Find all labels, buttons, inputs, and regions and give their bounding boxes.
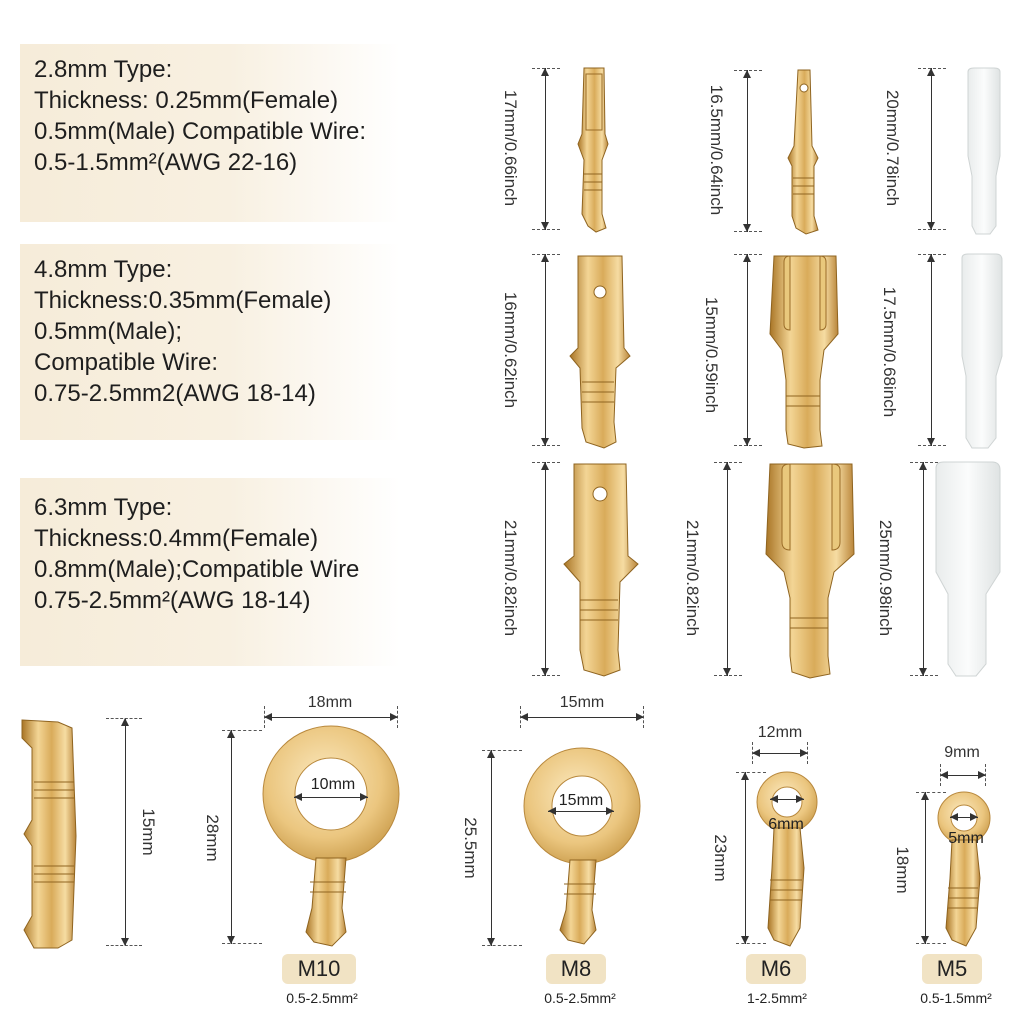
dim-label: 25mm/0.98inch	[876, 519, 895, 637]
dim-line	[482, 750, 522, 946]
dim-label: 17mm/0.66inch	[501, 89, 520, 207]
size-badge-m8: M8	[546, 954, 606, 984]
female-terminal-4-8mm	[769, 255, 839, 449]
dim-label: 6mm	[768, 816, 804, 833]
spec-panel-4-8mm: 4.8mm Type: Thickness:0.35mm(Female) 0.5…	[20, 244, 400, 440]
dim-label: 9mm	[944, 744, 980, 761]
dim-line	[520, 706, 644, 728]
wire-range: 0.5-1.5mm²	[920, 990, 992, 1006]
dim-label: 21mm/0.82inch	[683, 519, 702, 637]
dim-label: 5mm	[948, 830, 984, 847]
spec-line: Thickness: 0.25mm(Female)	[34, 87, 339, 114]
spec-line: 0.8mm(Male);Compatible Wire	[34, 556, 360, 583]
dim-line	[222, 730, 262, 944]
dim-line	[734, 70, 762, 232]
male-terminal-4-8mm	[569, 255, 631, 449]
dim-label: 12mm	[757, 724, 803, 741]
spec-line: 0.75-2.5mm2(AWG 18-14)	[34, 380, 316, 407]
dim-line	[714, 462, 742, 676]
dim-line	[736, 772, 766, 944]
dim-line	[106, 718, 142, 946]
spec-line: Thickness:0.35mm(Female)	[34, 287, 332, 314]
wire-range: 1-2.5mm²	[747, 990, 807, 1006]
dim-line	[918, 254, 946, 446]
dim-label: 16mm/0.62inch	[501, 291, 520, 409]
dim-line	[548, 806, 614, 818]
insulation-sleeve-2-8mm	[967, 67, 1001, 235]
dim-line	[734, 254, 762, 446]
dim-line	[940, 764, 986, 786]
female-terminal-6-3mm	[765, 463, 855, 679]
dim-label: 15mm/0.59inch	[702, 296, 721, 414]
insulation-sleeve-4-8mm	[961, 253, 1003, 449]
dim-line	[264, 706, 398, 728]
dim-label: 15mm	[558, 792, 604, 809]
spec-line: 0.5mm(Male);	[34, 318, 183, 345]
dim-line	[916, 792, 946, 944]
dim-line	[532, 68, 560, 230]
spec-line: Compatible Wire:	[34, 349, 219, 376]
spec-line: 0.5mm(Male) Compatible Wire:	[34, 118, 367, 145]
dim-label: 15mm	[139, 808, 158, 856]
dim-label: 20mm/0.78inch	[883, 89, 902, 207]
spec-panel-6-3mm: 6.3mm Type: Thickness:0.4mm(Female) 0.8m…	[20, 478, 400, 666]
dim-label: 23mm	[711, 834, 730, 882]
dim-label: 15mm	[559, 694, 605, 711]
wire-range: 0.5-2.5mm²	[544, 990, 616, 1006]
insulation-sleeve-6-3mm	[935, 461, 1001, 677]
spec-line: 0.5-1.5mm²(AWG 22-16)	[34, 149, 298, 176]
size-badge-m5: M5	[922, 954, 982, 984]
butt-connector	[21, 719, 77, 949]
male-terminal-2-8mm	[787, 69, 819, 235]
dim-line	[918, 68, 946, 230]
spec-panel-2-8mm: 2.8mm Type: Thickness: 0.25mm(Female) 0.…	[20, 44, 400, 222]
male-terminal-6-3mm	[563, 463, 639, 677]
spec-line: 0.75-2.5mm²(AWG 18-14)	[34, 587, 311, 614]
dim-line	[294, 792, 368, 804]
dim-label: 25.5mm	[461, 817, 480, 879]
size-badge-m10: M10	[282, 954, 356, 984]
ring-terminal-m8	[523, 747, 641, 945]
dim-line	[532, 254, 560, 446]
dim-label: 28mm	[203, 814, 222, 862]
dim-label: 21mm/0.82inch	[501, 519, 520, 637]
dim-line	[950, 812, 978, 824]
spec-title: 2.8mm Type:	[34, 56, 173, 83]
dim-line	[532, 462, 560, 676]
dim-label: 17.5mm/0.68inch	[880, 286, 899, 418]
dim-line	[752, 742, 808, 764]
dim-line	[770, 794, 804, 806]
spec-line: Thickness:0.4mm(Female)	[34, 525, 319, 552]
size-badge-m6: M6	[746, 954, 806, 984]
female-terminal-2-8mm	[577, 67, 609, 233]
dim-label: 10mm	[310, 776, 356, 793]
spec-title: 4.8mm Type:	[34, 256, 173, 283]
dim-label: 16.5mm/0.64inch	[707, 84, 726, 216]
dim-label: 18mm	[893, 846, 912, 894]
spec-title: 6.3mm Type:	[34, 494, 173, 521]
ring-terminal-m10	[262, 725, 400, 947]
ring-terminal-m5	[937, 791, 991, 947]
ring-terminal-m6	[756, 771, 818, 947]
dim-label: 18mm	[307, 694, 353, 711]
dim-line	[910, 462, 938, 676]
wire-range: 0.5-2.5mm²	[286, 990, 358, 1006]
